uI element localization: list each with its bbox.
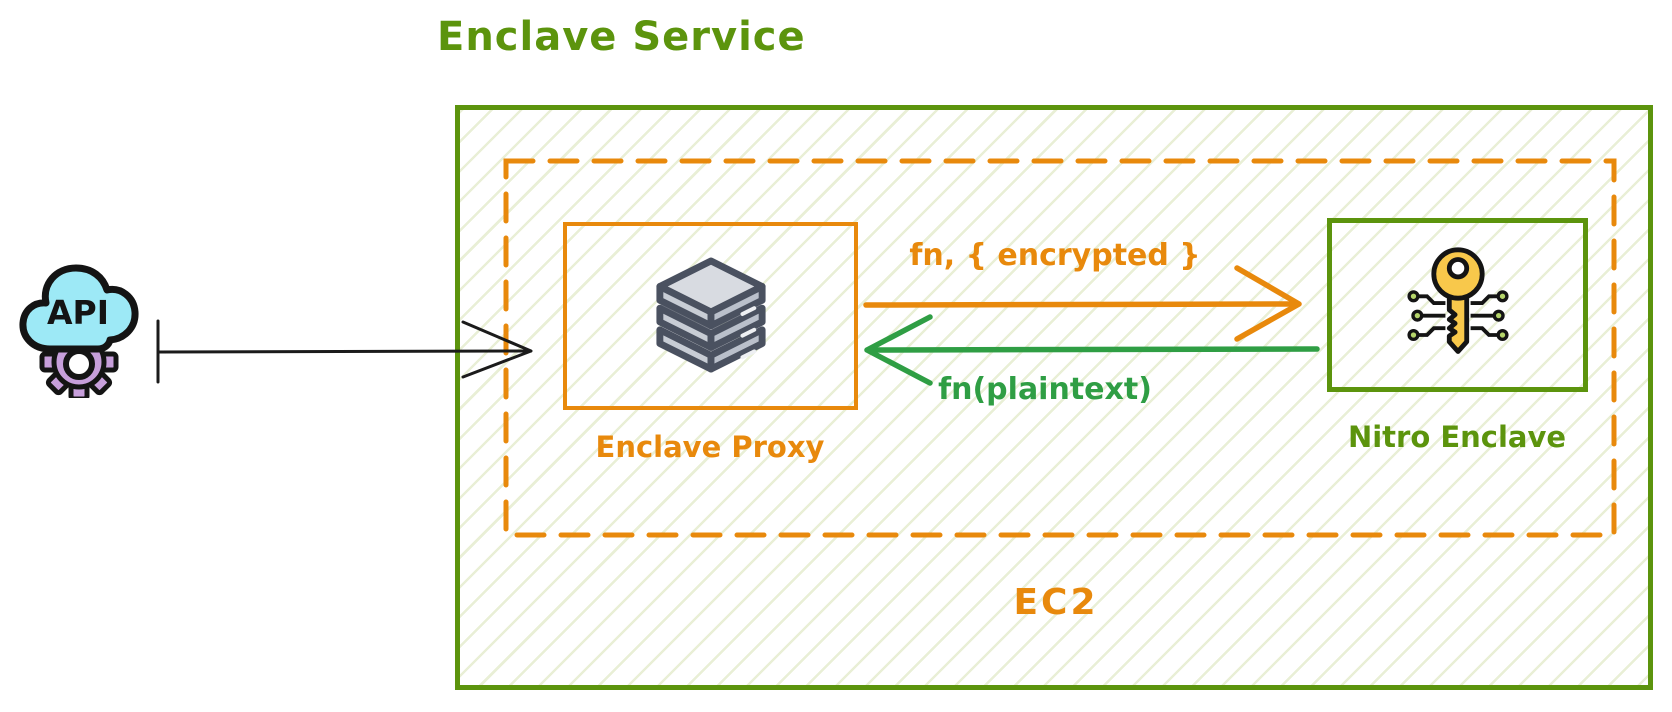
api-node-label: API xyxy=(47,293,109,332)
ec2-box-label: EC2 xyxy=(1013,582,1099,623)
gear-center xyxy=(63,348,95,380)
nitro-enclave-box xyxy=(1327,218,1588,392)
cloud-icon xyxy=(19,264,139,353)
api-cloud-gear-icon: API xyxy=(19,264,139,398)
server-stack-icon xyxy=(655,257,766,373)
diagram-title: Enclave Service xyxy=(437,14,806,60)
circuit-nodes xyxy=(1406,290,1509,342)
enclave-proxy-label: Enclave Proxy xyxy=(595,430,825,464)
enclave-proxy-box xyxy=(563,222,858,410)
nitro-enclave-label: Nitro Enclave xyxy=(1347,420,1567,454)
circuit-lines xyxy=(1417,294,1498,337)
circuit-key-icon xyxy=(1406,247,1509,354)
key-icon xyxy=(1430,247,1485,354)
response-arrow-label: fn(plaintext) xyxy=(938,372,1152,407)
request-arrow-label: fn, { encrypted } xyxy=(909,238,1201,273)
